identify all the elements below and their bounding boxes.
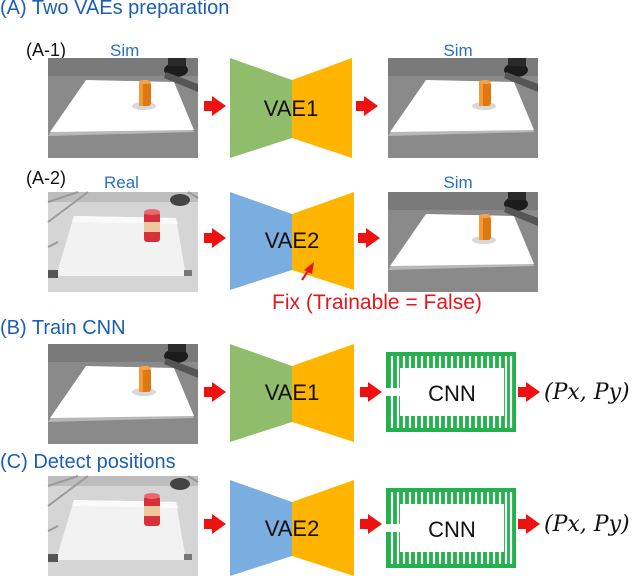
sim-output-image-a2 xyxy=(388,192,538,292)
a1-input-label: Sim xyxy=(110,41,139,60)
arrow-icon xyxy=(204,382,226,402)
cnn-label: CNN xyxy=(428,517,476,542)
a1-output-label: Sim xyxy=(443,41,472,60)
vae1-block-a1: VAE1 xyxy=(230,58,352,158)
section-a-title: (A) Two VAEs preparation xyxy=(0,0,229,19)
position-output-c: (Px, Py) xyxy=(544,512,630,537)
a2-output-label: Sim xyxy=(443,173,472,192)
arrow-icon xyxy=(358,228,380,248)
row-a2-label: (A-2) xyxy=(26,168,66,188)
vae1-label: VAE1 xyxy=(264,96,319,121)
arrow-icon xyxy=(518,382,540,402)
vae1-label: VAE1 xyxy=(265,380,320,405)
arrow-icon xyxy=(356,96,378,116)
position-output-b: (Px, Py) xyxy=(544,380,630,405)
cnn-block-c: CNN xyxy=(384,486,518,570)
a2-input-label: Real xyxy=(104,173,139,192)
vae2-label: VAE2 xyxy=(265,516,320,541)
arrow-icon xyxy=(360,514,382,534)
sim-input-image-b xyxy=(48,344,198,444)
fix-trainable-note: Fix (Trainable = False) xyxy=(272,291,482,314)
arrow-icon xyxy=(204,228,226,248)
vae2-label: VAE2 xyxy=(265,228,320,253)
vae2-block-c: VAE2 xyxy=(230,480,354,576)
arrow-icon xyxy=(360,382,382,402)
sim-output-image-a1 xyxy=(388,58,538,158)
sim-input-image-a1 xyxy=(48,58,198,158)
row-a1-label: (A-1) xyxy=(26,40,66,60)
real-input-image-a2 xyxy=(47,191,199,293)
arrow-icon xyxy=(518,514,540,534)
section-b-title: (B) Train CNN xyxy=(0,317,126,339)
real-input-image-c xyxy=(47,475,199,576)
cnn-block-b: CNN xyxy=(384,350,518,434)
section-c-title: (C) Detect positions xyxy=(0,451,176,473)
fix-arrow-icon xyxy=(301,262,314,281)
arrow-icon xyxy=(204,514,226,534)
cnn-label: CNN xyxy=(428,381,476,406)
vae2-block-a2: VAE2 xyxy=(230,192,354,290)
arrow-icon xyxy=(204,96,226,116)
vae1-block-b: VAE1 xyxy=(230,344,354,442)
